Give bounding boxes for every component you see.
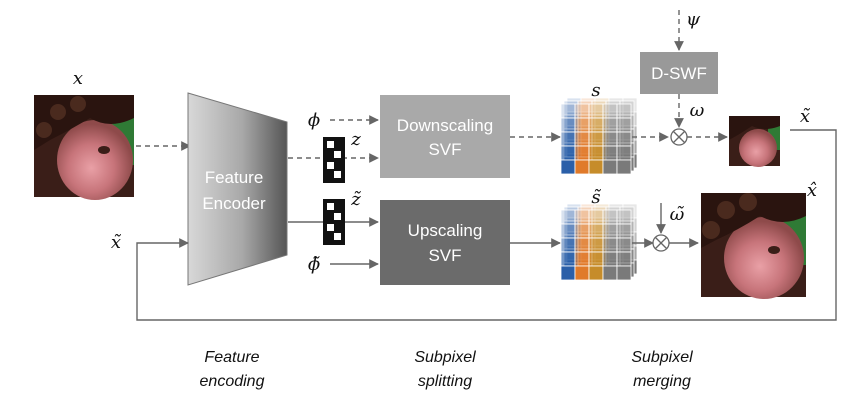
filter-cell <box>574 209 590 225</box>
filter-cell <box>560 223 576 239</box>
filter-cell <box>588 251 604 267</box>
upscaling-label-1: Upscaling <box>408 221 483 240</box>
caption-feature-encoding-2: encoding <box>200 373 265 390</box>
multiply-node-bottom <box>652 234 670 252</box>
dswf-label: D-SWF <box>651 64 707 83</box>
label-psi: ψ <box>686 9 701 30</box>
label-x: x <box>73 68 83 89</box>
filter-cell <box>560 237 576 253</box>
filter-grid-s <box>560 97 638 175</box>
label-x-tilde-right: x̃ <box>800 106 811 127</box>
filter-cell <box>602 209 618 225</box>
filter-cell <box>574 145 590 161</box>
filter-cell <box>616 103 632 119</box>
filter-cell <box>588 103 604 119</box>
filter-cell <box>574 251 590 267</box>
filter-cell <box>602 103 618 119</box>
input-image-x <box>34 95 134 200</box>
label-s: s <box>591 80 600 101</box>
upscaling-label-2: SVF <box>428 246 461 265</box>
filter-cell <box>560 251 576 267</box>
filter-cell <box>560 265 576 281</box>
filter-cell <box>616 117 632 133</box>
label-phi-tilde: ϕ̃ <box>308 254 320 275</box>
filter-cell <box>588 237 604 253</box>
feature-encoder-label-1: Feature <box>205 168 264 187</box>
caption-subpixel-splitting-1: Subpixel <box>414 349 476 366</box>
filter-cell <box>574 223 590 239</box>
filter-cell <box>588 265 604 281</box>
label-s-tilde: s̃ <box>591 187 601 208</box>
downscaling-label-2: SVF <box>428 140 461 159</box>
filter-cell <box>574 131 590 147</box>
filter-cell <box>588 223 604 239</box>
feature-encoder-label-2: Encoder <box>202 194 266 213</box>
upscaling-svf-block: Upscaling SVF <box>380 200 510 285</box>
latent-code-z-tilde <box>323 199 345 245</box>
filter-cell <box>602 117 618 133</box>
caption-subpixel-splitting-2: splitting <box>418 373 472 390</box>
filter-cell <box>560 103 576 119</box>
feature-encoder-block: Feature Encoder <box>187 92 288 286</box>
filter-cell <box>588 131 604 147</box>
filter-cell <box>574 265 590 281</box>
filter-cell <box>574 159 590 175</box>
label-omega: ω <box>690 100 705 121</box>
caption-feature-encoding-1: Feature <box>204 349 259 366</box>
caption-subpixel-merging-1: Subpixel <box>631 349 693 366</box>
filter-cell <box>616 209 632 225</box>
filter-cell <box>574 103 590 119</box>
downscaled-image-x-tilde <box>729 116 780 167</box>
latent-code-z <box>323 137 345 183</box>
filter-cell <box>574 237 590 253</box>
filter-cell <box>616 251 632 267</box>
filter-cell <box>602 237 618 253</box>
reconstructed-image-x-hat <box>701 193 806 299</box>
filter-cell <box>588 145 604 161</box>
caption-subpixel-merging-2: merging <box>633 373 691 390</box>
filter-cell <box>560 159 576 175</box>
label-omega-tilde: ω̃ <box>670 204 685 225</box>
filter-cell <box>616 265 632 281</box>
downscaling-svf-block: Downscaling SVF <box>380 95 510 178</box>
label-z-tilde: z̃ <box>350 189 361 210</box>
filter-cell <box>588 209 604 225</box>
dswf-block: D-SWF <box>640 52 718 94</box>
filter-cell <box>616 145 632 161</box>
filter-cell <box>574 117 590 133</box>
filter-cell <box>588 159 604 175</box>
filter-cell <box>560 145 576 161</box>
filter-cell <box>560 117 576 133</box>
filter-cell <box>602 159 618 175</box>
filter-grid-s-tilde <box>560 203 638 281</box>
label-phi: ϕ <box>308 110 320 131</box>
multiply-node-top <box>670 128 688 146</box>
filter-cell <box>616 159 632 175</box>
label-x-hat: x̂ <box>807 180 817 201</box>
filter-cell <box>588 117 604 133</box>
filter-cell <box>616 223 632 239</box>
filter-cell <box>602 131 618 147</box>
filter-cell <box>616 237 632 253</box>
filter-cell <box>602 223 618 239</box>
filter-cell <box>602 145 618 161</box>
label-z: z <box>350 129 361 150</box>
downscaling-label-1: Downscaling <box>397 116 493 135</box>
filter-cell <box>560 209 576 225</box>
filter-cell <box>602 251 618 267</box>
filter-cell <box>602 265 618 281</box>
filter-cell <box>616 131 632 147</box>
label-x-tilde-left: x̃ <box>111 232 122 253</box>
filter-cell <box>560 131 576 147</box>
feedback-loop-line <box>136 129 837 321</box>
